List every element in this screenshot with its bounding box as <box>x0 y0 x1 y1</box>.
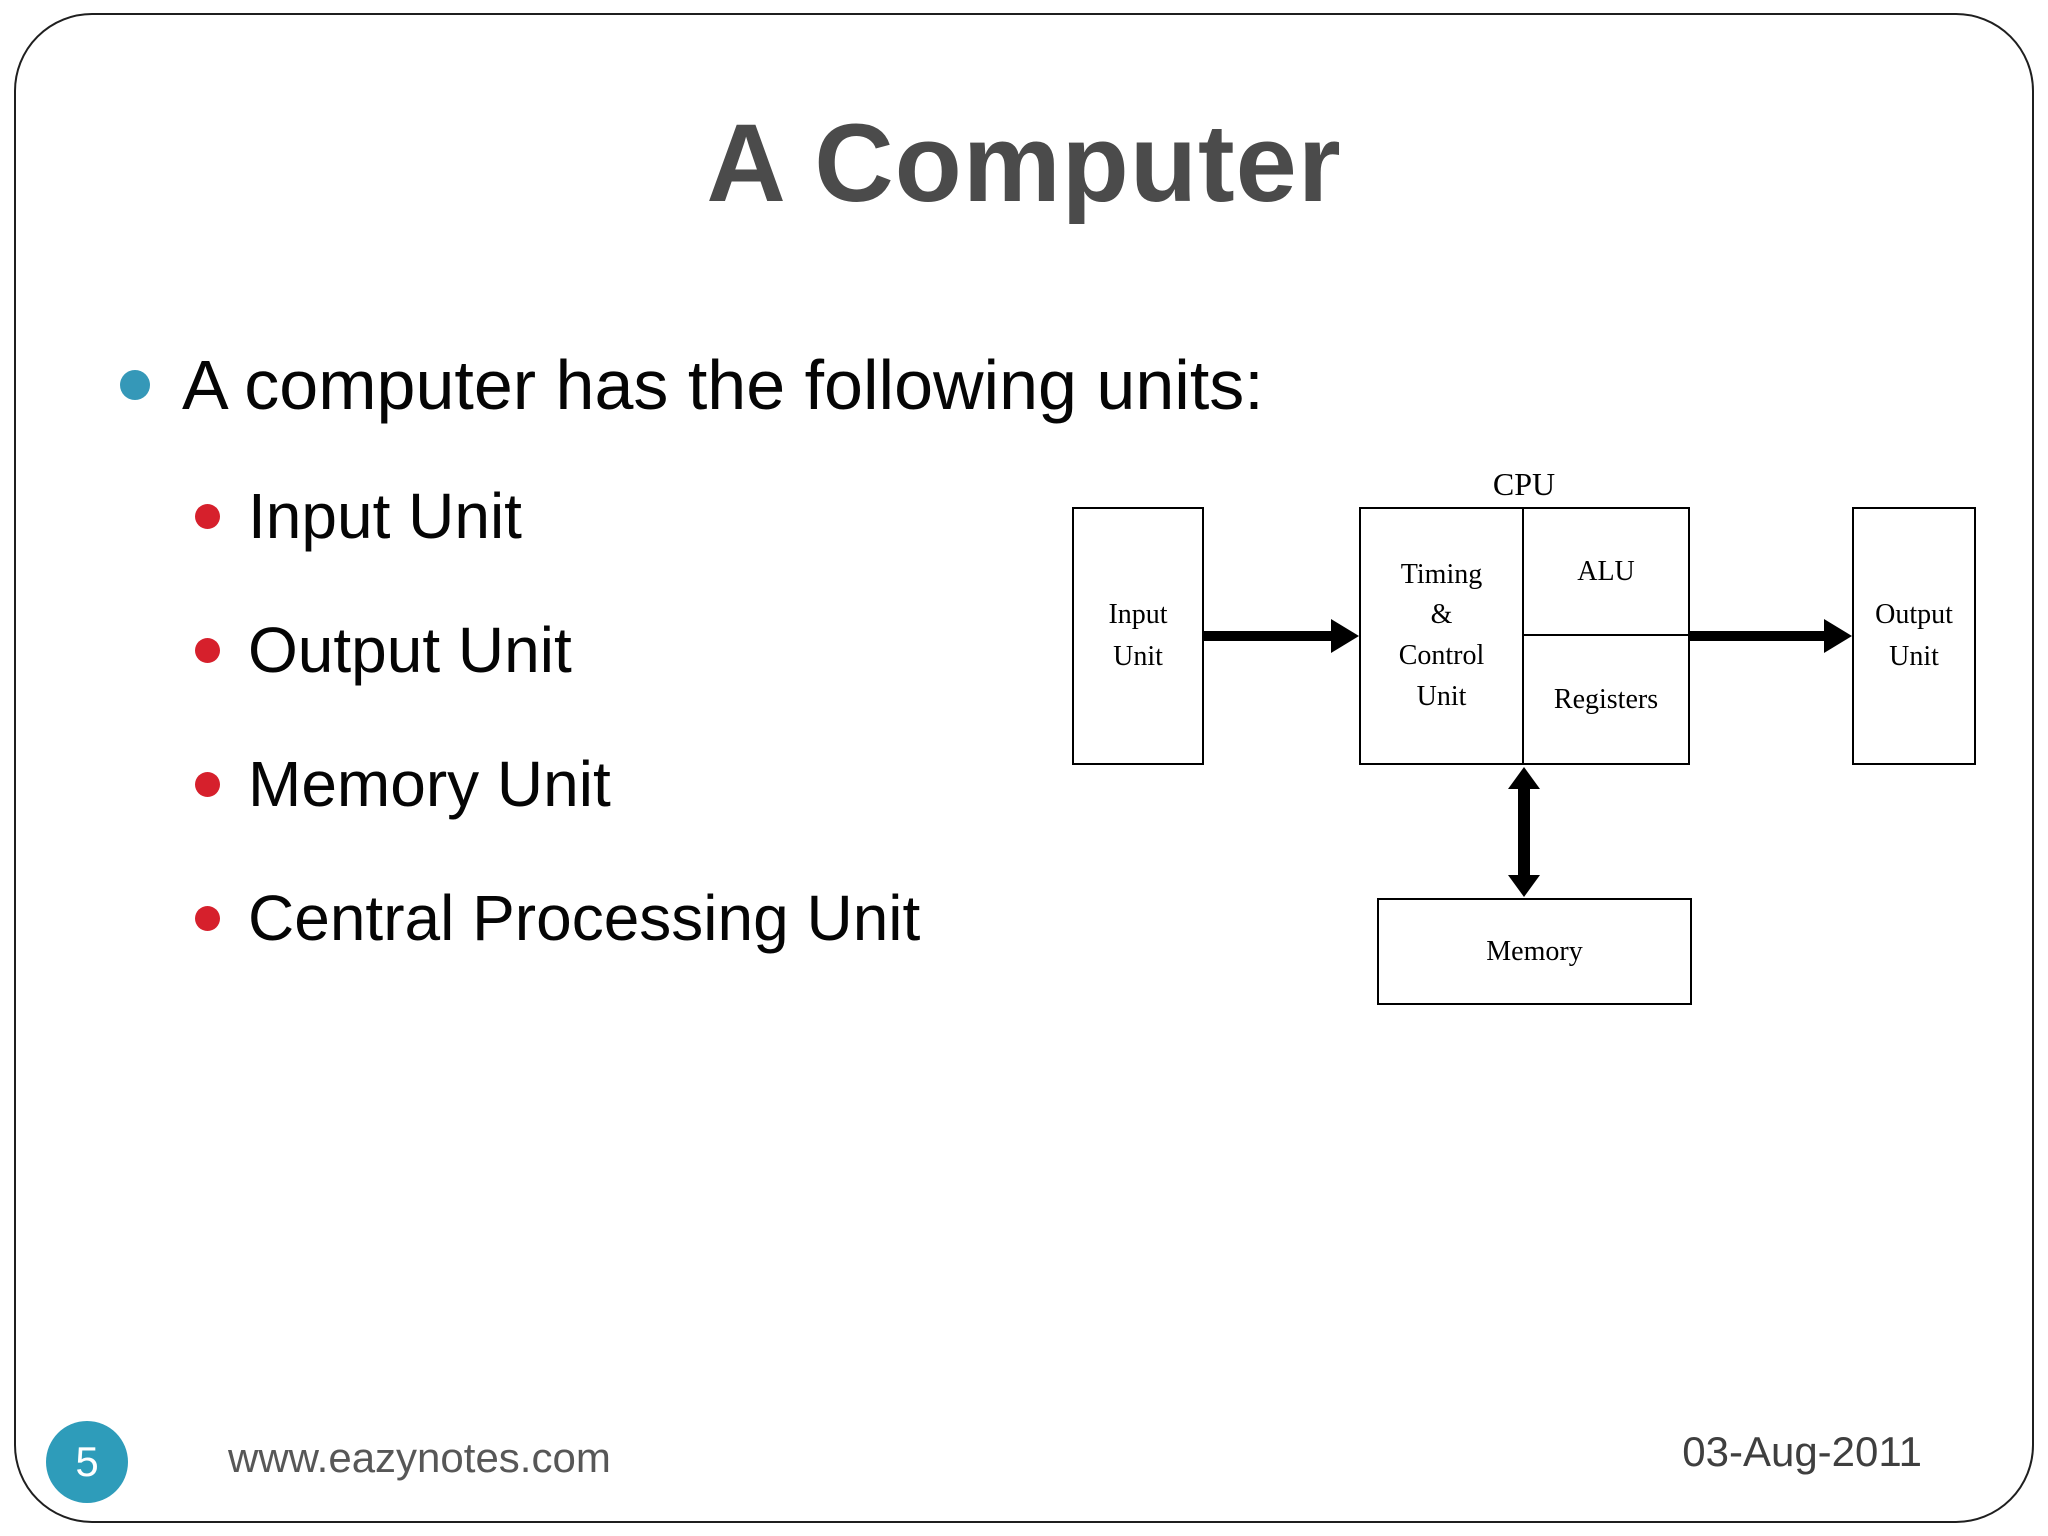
sub-bullet-text: Central Processing Unit <box>248 882 921 954</box>
sub-bullet-central-processing-unit: Central Processing Unit <box>195 882 920 956</box>
arrow-input-to-cpu-icon <box>1204 619 1359 653</box>
footer-website: www.eazynotes.com <box>228 1434 611 1481</box>
slide-border <box>14 13 2034 1523</box>
cpu-box: Timing & Control Unit ALU Registers <box>1359 507 1690 765</box>
sub-bullet-output-unit: Output Unit <box>195 614 572 688</box>
arrow-head <box>1824 619 1852 653</box>
input-unit-box: Input Unit <box>1072 507 1204 765</box>
red-bullet-icon <box>195 906 220 932</box>
arrow-head-up <box>1508 767 1540 789</box>
sub-bullet-text: Output Unit <box>248 614 572 686</box>
red-bullet-icon <box>195 772 220 798</box>
main-bullet-text: A computer has the following units: <box>182 346 1264 424</box>
footer-date: 03-Aug-2011 <box>1682 1428 1922 1475</box>
cpu-right-column: ALU Registers <box>1524 509 1688 763</box>
page-number: 5 <box>75 1438 99 1485</box>
slide-title: A Computer <box>706 102 1342 225</box>
memory-box: Memory <box>1377 898 1692 1005</box>
sub-bullet-text: Input Unit <box>248 480 522 552</box>
cpu-caption: CPU <box>1492 466 1556 502</box>
sub-bullet-memory-unit: Memory Unit <box>195 748 611 822</box>
red-bullet-icon <box>195 638 220 664</box>
red-bullet-icon <box>195 504 220 530</box>
main-bullet-row: A computer has the following units: <box>120 345 1264 426</box>
teal-bullet-icon <box>120 370 150 401</box>
arrow-shaft <box>1518 785 1530 879</box>
arrow-head <box>1331 619 1359 653</box>
registers-cell: Registers <box>1553 683 1659 715</box>
sub-bullet-input-unit: Input Unit <box>195 480 522 554</box>
output-unit-box: Output Unit <box>1852 507 1976 765</box>
timing-control-unit-cell: Timing & Control Unit <box>1361 509 1524 763</box>
arrow-shaft <box>1690 631 1826 641</box>
arrow-cpu-to-output-icon <box>1690 619 1852 653</box>
arrow-shaft <box>1204 631 1333 641</box>
arrow-cpu-memory-bidirectional-icon <box>1508 767 1540 897</box>
page-number-badge: 5 <box>46 1421 128 1503</box>
arrow-head-down <box>1508 875 1540 897</box>
sub-bullet-text: Memory Unit <box>248 748 611 820</box>
alu-cell: ALU <box>1524 509 1688 636</box>
